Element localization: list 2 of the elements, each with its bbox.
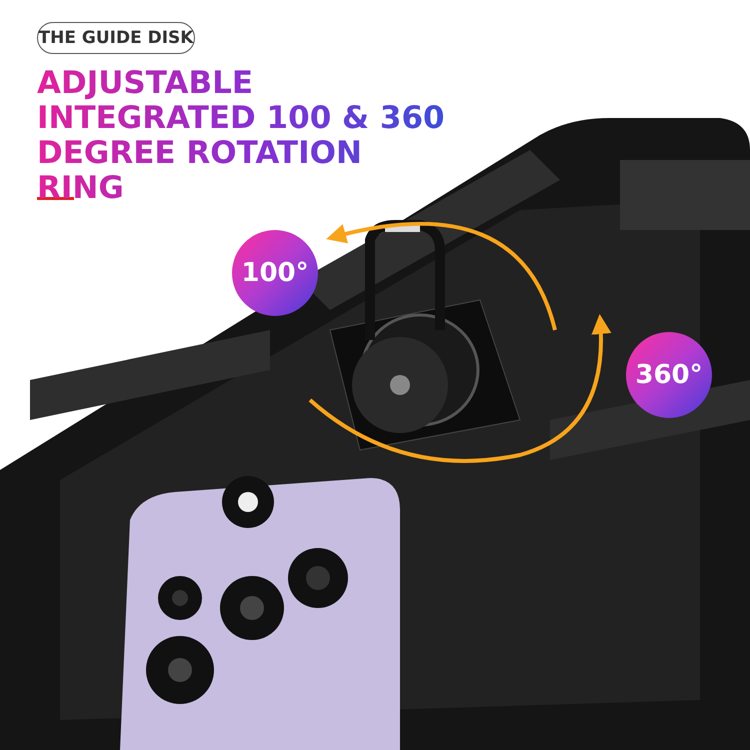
degree-badge: 100° xyxy=(232,230,318,316)
tag-label: THE GUIDE DISK xyxy=(37,22,195,54)
